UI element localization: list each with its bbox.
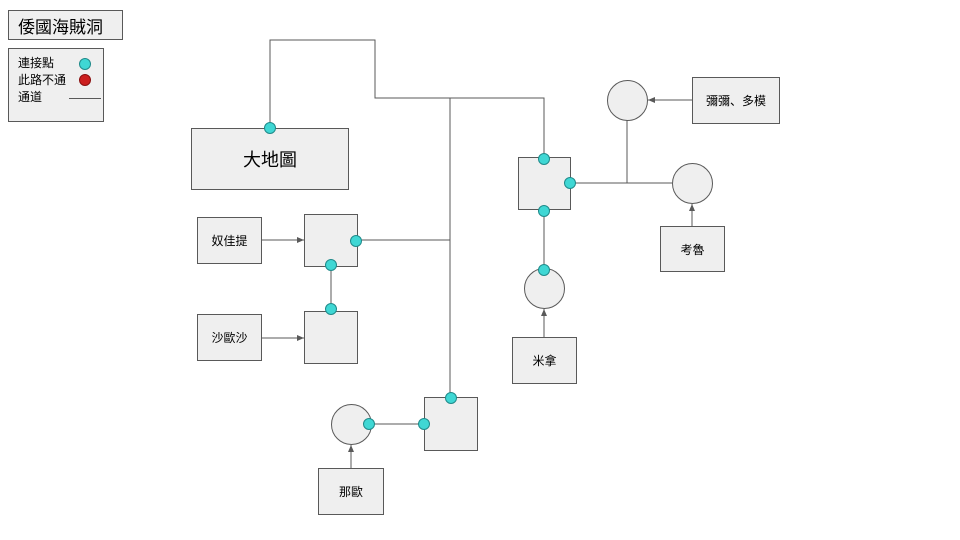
connection-point [350, 235, 362, 247]
room-mina: 米拿 [512, 337, 577, 384]
legend-connect-dot [79, 58, 91, 70]
connection-point [538, 153, 550, 165]
connection-point [538, 205, 550, 217]
room-mimi-duomo: 彌彌、多模 [692, 77, 780, 124]
passage-line [269, 39, 450, 128]
room-naou: 那歐 [318, 468, 384, 515]
passage-line [450, 97, 545, 159]
connection-point [564, 177, 576, 189]
connection-point [445, 392, 457, 404]
legend-passage-label: 通道 [18, 90, 43, 104]
room-big-map: 大地圖 [191, 128, 349, 190]
room-square [424, 397, 478, 451]
connection-point [418, 418, 430, 430]
room-nujiati: 奴佳提 [197, 217, 262, 264]
connection-point [325, 303, 337, 315]
connection-point [538, 264, 550, 276]
legend: 連接點 此路不通 通道 [8, 48, 104, 122]
room-kaolu: 考魯 [660, 226, 725, 272]
room-shaousha: 沙歐沙 [197, 314, 262, 361]
legend-blocked-dot [79, 74, 91, 86]
connection-point [363, 418, 375, 430]
diagram-title: 倭國海賊洞 [8, 10, 123, 40]
legend-connect-label: 連接點 [18, 56, 55, 70]
legend-passage-line [69, 98, 101, 99]
node-circle [607, 80, 648, 121]
room-square [304, 311, 358, 364]
connection-point [325, 259, 337, 271]
node-circle [672, 163, 713, 204]
connection-point [264, 122, 276, 134]
legend-blocked-label: 此路不通 [18, 73, 67, 87]
